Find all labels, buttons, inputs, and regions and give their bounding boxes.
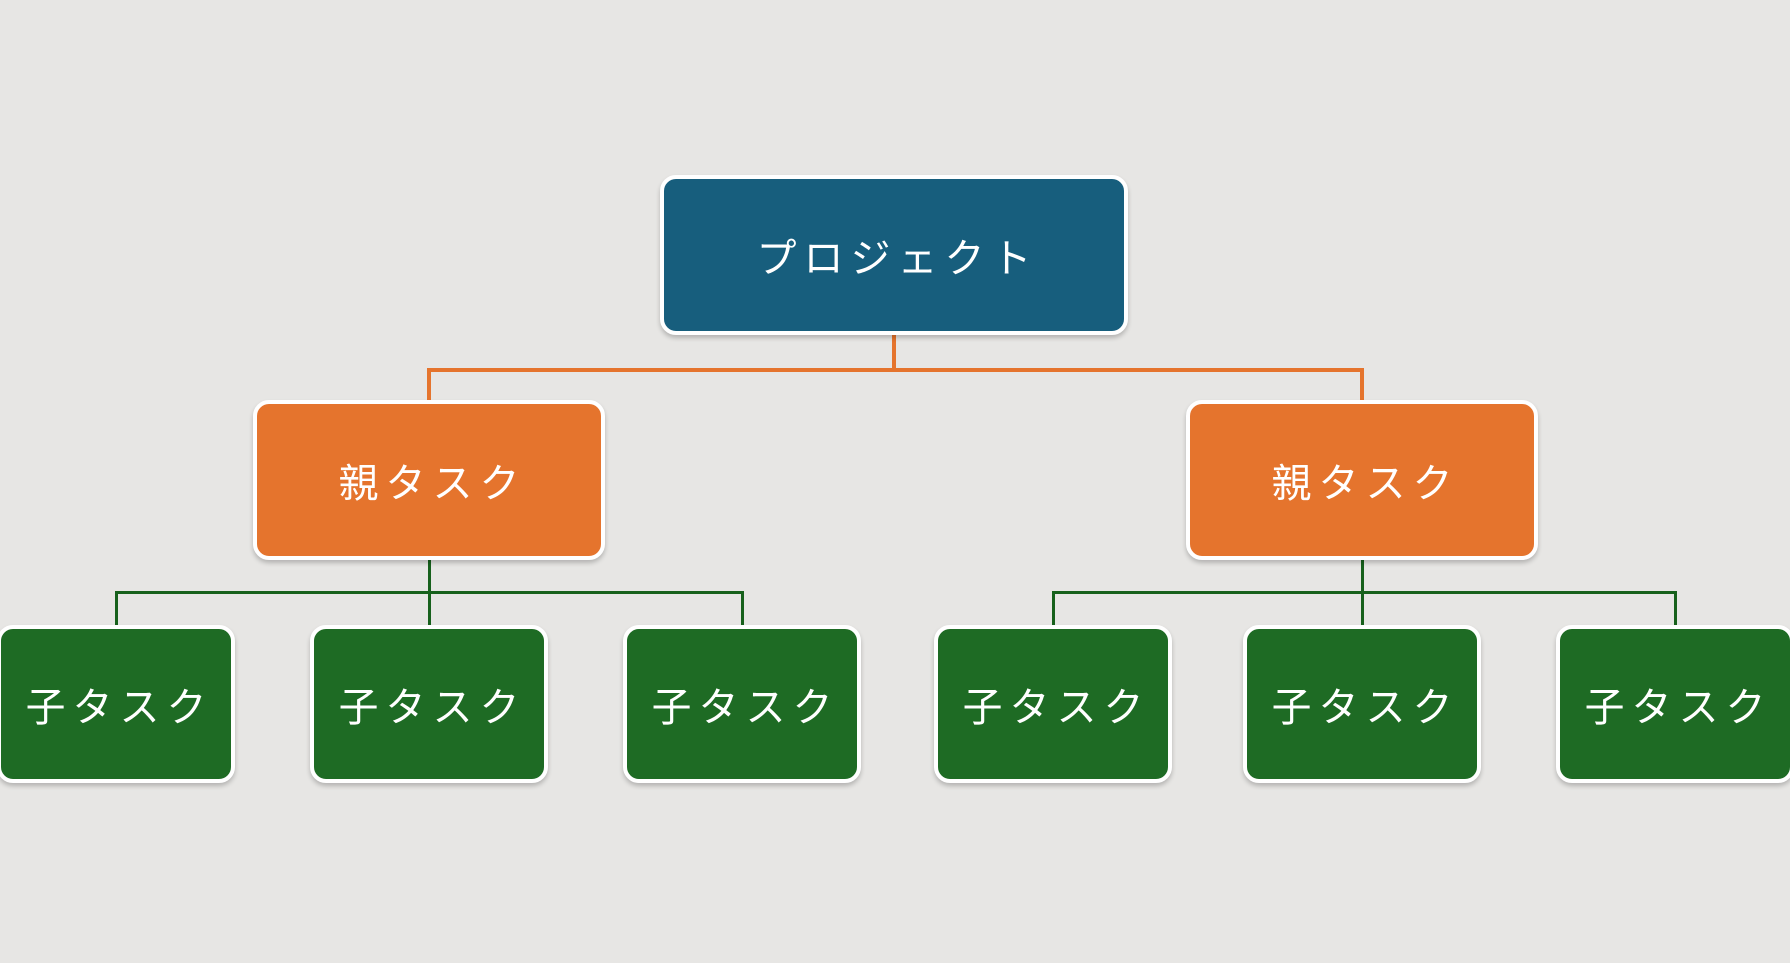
- connector-left-child-2-drop: [428, 591, 431, 625]
- connector-parents-horizontal: [427, 368, 1364, 372]
- node-child-task-3-label: 子タスク: [651, 686, 840, 730]
- connector-right-children-horizontal: [1052, 591, 1677, 594]
- node-parent-task-right-label: 親タスク: [1271, 462, 1460, 506]
- node-child-task-1: 子タスク: [0, 625, 235, 783]
- node-parent-task-right: 親タスク: [1186, 400, 1538, 560]
- node-child-task-2-label: 子タスク: [338, 686, 527, 730]
- connector-parent-right-drop: [1360, 368, 1364, 402]
- node-project: プロジェクト: [660, 175, 1128, 335]
- node-project-label: プロジェクト: [756, 237, 1039, 281]
- node-child-task-2: 子タスク: [310, 625, 548, 783]
- node-child-task-5-label: 子タスク: [1271, 686, 1460, 730]
- node-child-task-1-label: 子タスク: [25, 686, 214, 730]
- node-child-task-4-label: 子タスク: [962, 686, 1151, 730]
- connector-right-child-1-drop: [1052, 591, 1055, 625]
- node-child-task-5: 子タスク: [1243, 625, 1481, 783]
- node-child-task-4: 子タスク: [934, 625, 1172, 783]
- connector-left-child-3-drop: [741, 591, 744, 625]
- connector-parent-left-drop: [427, 368, 431, 402]
- node-child-task-3: 子タスク: [623, 625, 861, 783]
- connector-right-child-3-drop: [1674, 591, 1677, 625]
- node-parent-task-left-label: 親タスク: [338, 462, 527, 506]
- connector-root-vertical: [892, 335, 896, 372]
- node-child-task-6: 子タスク: [1556, 625, 1790, 783]
- node-parent-task-left: 親タスク: [253, 400, 605, 560]
- connector-right-child-2-drop: [1361, 591, 1364, 625]
- connector-left-child-1-drop: [115, 591, 118, 625]
- connector-right-parent-stub: [1361, 558, 1364, 594]
- connector-left-parent-stub: [428, 558, 431, 594]
- node-child-task-6-label: 子タスク: [1584, 686, 1773, 730]
